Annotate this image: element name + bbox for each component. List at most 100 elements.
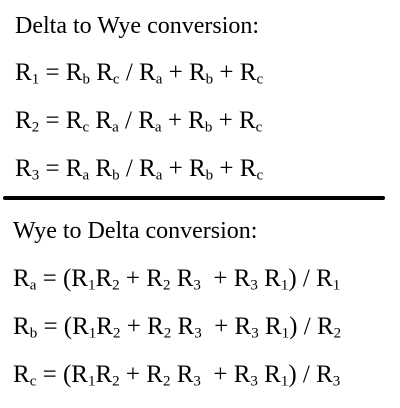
term-text: ) / R bbox=[289, 313, 334, 340]
term-subscript: c bbox=[255, 119, 263, 136]
equation-term: Rc bbox=[89, 59, 120, 88]
lhs-symbol: R bbox=[15, 107, 32, 134]
equals-sign: = bbox=[36, 265, 63, 292]
term-text: R bbox=[89, 107, 113, 134]
term-subscript: a bbox=[154, 119, 162, 136]
term-text: + R bbox=[162, 59, 206, 86]
term-subscript: 1 bbox=[87, 277, 96, 294]
term-subscript: b bbox=[205, 167, 214, 184]
term-subscript: b bbox=[112, 167, 120, 184]
equation-lhs: Rc bbox=[13, 361, 36, 389]
term-text: + R bbox=[119, 265, 163, 292]
term-subscript: 1 bbox=[87, 373, 96, 390]
equals-sign: = bbox=[39, 59, 66, 86]
term-text: + R bbox=[162, 155, 206, 182]
term-subscript: 2 bbox=[112, 373, 120, 390]
equation-term: / Ra bbox=[119, 155, 163, 184]
term-subscript: c bbox=[82, 119, 90, 136]
equation-term: R1 bbox=[258, 313, 290, 342]
wye-to-delta-equation-rb: Rb = (R1R2 + R2 R3 + R3 R1) / R2 bbox=[13, 312, 341, 342]
term-text: R bbox=[257, 265, 281, 292]
equals-sign: = bbox=[36, 361, 63, 388]
term-subscript: 3 bbox=[251, 325, 259, 342]
equation-term: R2 bbox=[96, 313, 121, 342]
term-subscript: 2 bbox=[333, 325, 342, 342]
term-subscript: c bbox=[112, 71, 120, 88]
term-text: R bbox=[170, 361, 194, 388]
term-text: (R bbox=[62, 265, 88, 292]
lhs-subscript: 2 bbox=[31, 119, 40, 136]
term-subscript: 3 bbox=[193, 373, 201, 390]
term-subscript: a bbox=[155, 167, 163, 184]
term-text: + R bbox=[212, 107, 256, 134]
lhs-symbol: R bbox=[15, 155, 32, 182]
term-subscript: 1 bbox=[280, 277, 289, 294]
equals-sign: = bbox=[39, 107, 66, 134]
lhs-subscript: 1 bbox=[31, 71, 40, 88]
equation-term: R1 bbox=[257, 265, 289, 294]
equation-term: R3 bbox=[170, 265, 201, 294]
term-subscript: 3 bbox=[250, 373, 258, 390]
term-text: R bbox=[171, 313, 195, 340]
lhs-subscript: b bbox=[29, 325, 38, 342]
term-subscript: a bbox=[155, 71, 163, 88]
equation-term: + Rb bbox=[162, 155, 214, 184]
term-text: R bbox=[65, 59, 83, 86]
term-text: ) / R bbox=[288, 265, 333, 292]
term-subscript: 3 bbox=[193, 277, 201, 294]
delta-to-wye-equation-r1: R 1 = Rb Rc / Ra + Rb + R c bbox=[15, 58, 263, 88]
term-subscript: 2 bbox=[112, 277, 120, 294]
term-subscript: 2 bbox=[162, 373, 171, 390]
wye-to-delta-equation-rc: Rc = (R1R2 + R2 R3 + R3 R1) / R3 bbox=[13, 360, 340, 390]
term-subscript: c bbox=[256, 167, 264, 184]
term-text: ) / R bbox=[288, 361, 333, 388]
equation-term: R1 bbox=[258, 361, 289, 390]
term-subscript: 1 bbox=[332, 277, 341, 294]
term-subscript: 2 bbox=[112, 325, 121, 342]
equation-term: + R2 bbox=[119, 265, 171, 293]
equation-lhs: Ra bbox=[13, 265, 36, 293]
equation-term: Rc bbox=[66, 107, 90, 136]
term-text: R bbox=[96, 313, 113, 340]
term-text: R bbox=[89, 59, 113, 86]
term-text: + R bbox=[200, 361, 251, 388]
term-text: + R bbox=[119, 361, 163, 388]
term-text: + R bbox=[213, 155, 257, 182]
lhs-symbol: R bbox=[13, 265, 30, 292]
equation-term: / Ra bbox=[119, 59, 163, 88]
wye-to-delta-equation-ra: Ra = (R1R2 + R2 R3 + R3 R1) / R1 bbox=[13, 264, 340, 294]
equation-term: + Rc bbox=[212, 107, 263, 136]
term-subscript: 1 bbox=[280, 373, 289, 390]
term-text: / R bbox=[119, 59, 156, 86]
equation-term: + Rc bbox=[213, 155, 264, 184]
section-divider bbox=[3, 196, 385, 200]
term-subscript: 1 bbox=[88, 325, 97, 342]
term-subscript: 2 bbox=[163, 325, 172, 342]
term-subscript: a bbox=[112, 119, 119, 136]
equation-term: Rb bbox=[65, 59, 90, 87]
term-subscript: 3 bbox=[332, 373, 341, 390]
term-text: R bbox=[258, 313, 282, 340]
term-text: + R bbox=[200, 265, 251, 292]
term-text: / R bbox=[119, 155, 156, 182]
term-subscript: 1 bbox=[281, 325, 290, 342]
term-text: + R bbox=[201, 313, 252, 340]
equation-term: + R3 bbox=[201, 313, 259, 342]
equation-lhs: R3 bbox=[15, 155, 39, 183]
term-text: + R bbox=[120, 313, 164, 340]
delta-to-wye-equation-r3: R3 = Ra Rb / Ra + Rb + Rc bbox=[15, 154, 263, 184]
equation-term: + Rb bbox=[162, 59, 214, 87]
equation-term: + R3 bbox=[200, 265, 258, 293]
lhs-symbol: R bbox=[13, 361, 30, 388]
term-text: R bbox=[89, 155, 113, 182]
equation-term: R2 bbox=[95, 361, 120, 390]
equation-term: (R1 bbox=[62, 265, 96, 294]
term-text: R bbox=[95, 361, 113, 388]
equation-lhs: Rb bbox=[13, 313, 38, 342]
term-text: R bbox=[170, 265, 194, 292]
equation-term: + R3 bbox=[200, 361, 258, 390]
equation-term: Rb bbox=[89, 155, 120, 184]
equation-term: R2 bbox=[95, 265, 120, 294]
term-text: / R bbox=[118, 107, 155, 134]
equation-term: ) / R1 bbox=[288, 265, 341, 294]
